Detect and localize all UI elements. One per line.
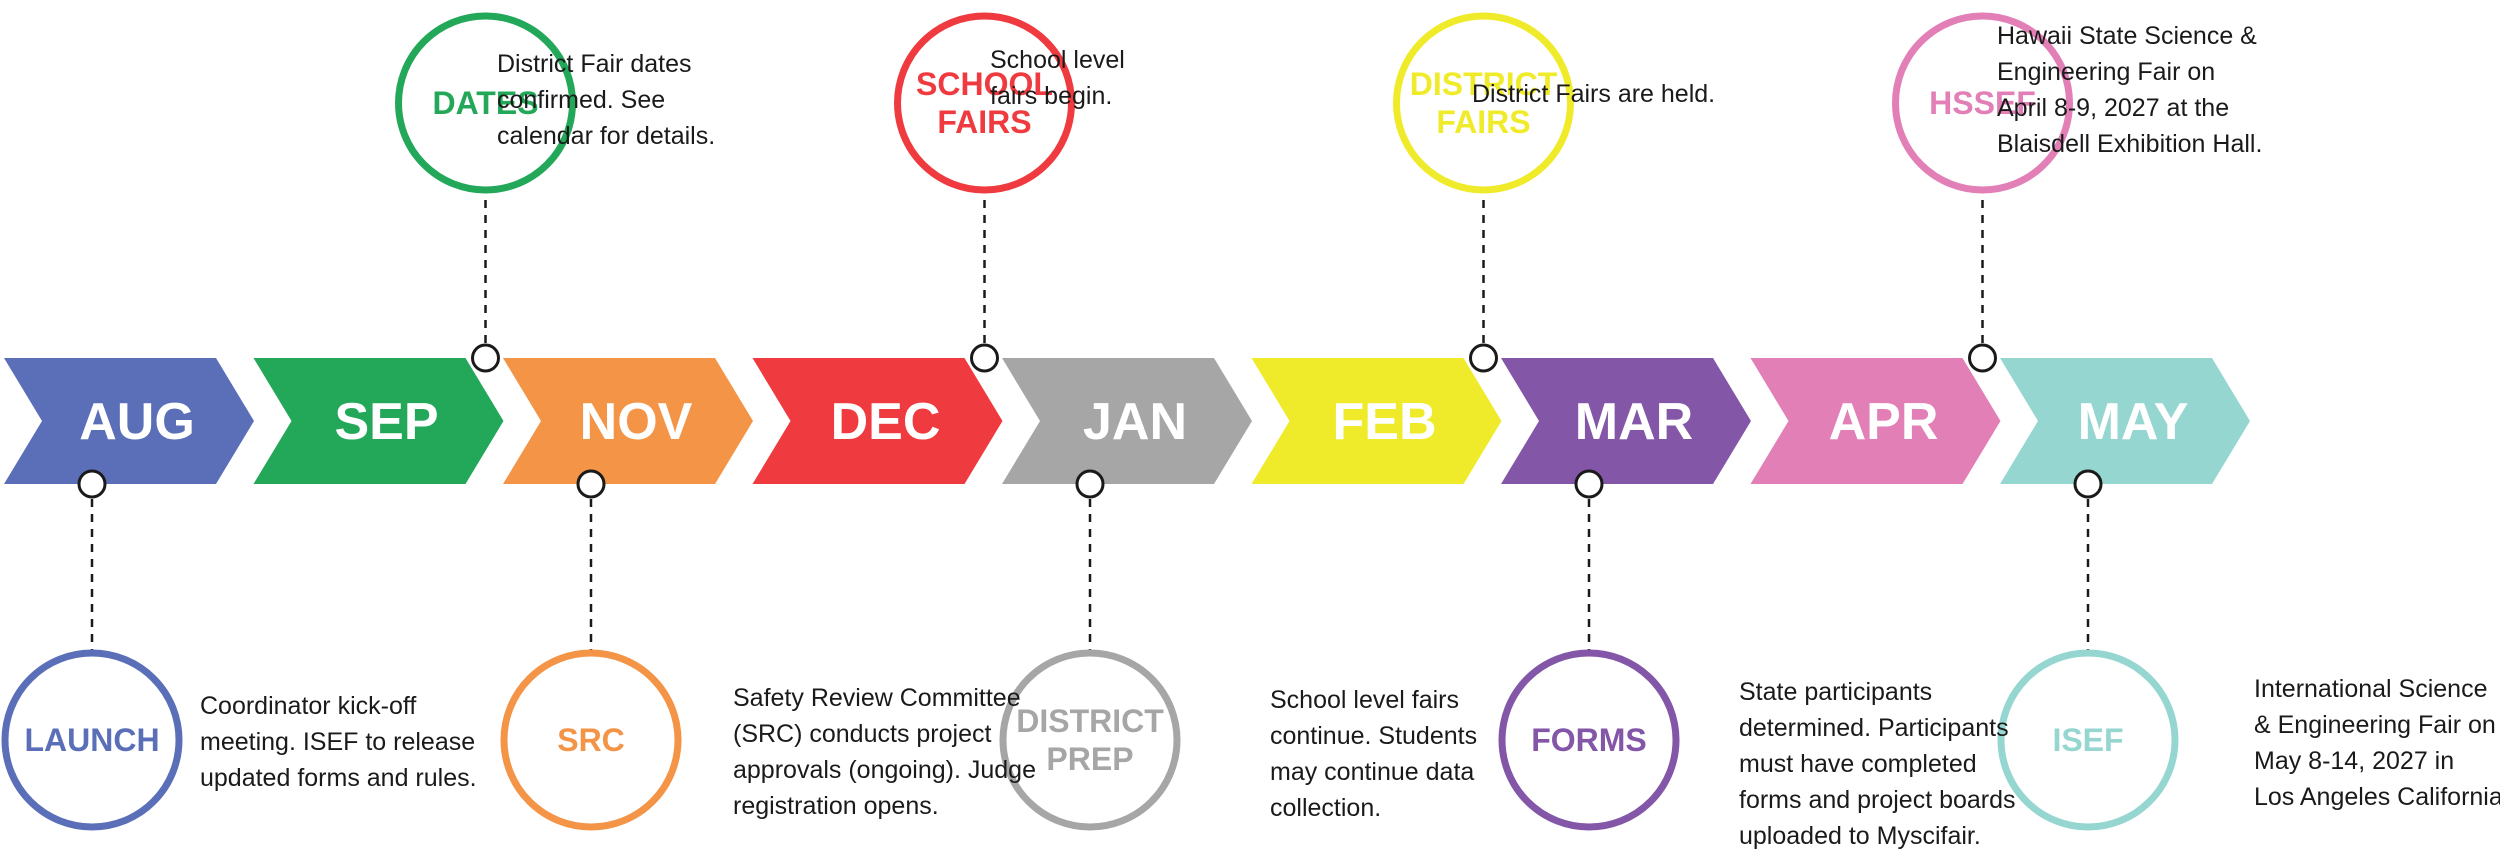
description-line: Safety Review Committee	[733, 684, 1021, 712]
description-line: updated forms and rules.	[200, 764, 477, 792]
description-line: registration opens.	[733, 792, 939, 820]
arrow-apr	[1750, 358, 2001, 484]
connector-dot-aug	[77, 469, 107, 499]
arrow-jan	[1002, 358, 1252, 484]
arrow-dec	[752, 358, 1003, 484]
arrow-may	[2000, 358, 2250, 484]
connector-dot-sep	[471, 343, 500, 373]
milestone-ring-district-fairs	[1393, 12, 1574, 194]
description-dec: School level fairs begin.	[990, 42, 1125, 114]
description-sep: District Fair dates confirmed. See calenda…	[497, 46, 715, 154]
description-line: District Fairs are held.	[1472, 80, 1716, 108]
month-label-may: MAY	[2078, 393, 2189, 451]
description-line: School level fairs	[1270, 686, 1459, 714]
arrow-mar	[1501, 358, 1751, 484]
milestone-label-hssef: HSSEF	[1929, 85, 2036, 121]
month-label-nov: NOV	[580, 393, 693, 451]
connector-dot-dec	[970, 343, 999, 373]
description-line: International Science	[2254, 675, 2488, 703]
description-mar: State participants determined. Participan…	[1739, 674, 2016, 854]
description-line: approvals (ongoing). Judge	[733, 756, 1036, 784]
description-line: & Engineering Fair on	[2254, 711, 2496, 739]
description-line: District Fair dates	[497, 50, 692, 78]
arrow-aug	[4, 358, 254, 484]
month-label-aug: AUG	[79, 393, 195, 451]
month-label-dec: DEC	[831, 393, 941, 451]
milestone-ring-forms	[1498, 649, 1680, 831]
milestone-ring-src	[500, 649, 682, 831]
connector-dot-may	[2073, 469, 2103, 499]
milestone-label-src: SRC	[557, 722, 625, 758]
milestone-hssef: HSSEF	[1892, 12, 2073, 194]
connector-dots	[77, 343, 2103, 499]
description-line: determined. Participants	[1739, 714, 2009, 742]
description-apr: Hawaii State Science & Engineering Fair o…	[1997, 18, 2262, 162]
description-line: confirmed. See	[497, 86, 666, 114]
connector-lines	[90, 190, 2090, 653]
description-line: Engineering Fair on	[1997, 58, 2216, 86]
description-line: fairs begin.	[990, 82, 1113, 110]
description-line: May 8-14, 2027 in	[2254, 747, 2455, 775]
description-line: Los Angeles California.	[2254, 783, 2500, 811]
milestone-ring-isef	[1997, 649, 2179, 831]
connector-dot-nov	[576, 469, 606, 499]
milestone-label-launch: LAUNCH	[24, 722, 159, 758]
milestone-ring-dates	[395, 12, 576, 194]
description-aug: Coordinator kick-off meeting. ISEF to rel…	[200, 688, 477, 796]
month-label-mar: MAR	[1575, 393, 1693, 451]
description-line: may continue data	[1270, 758, 1475, 786]
description-line: continue. Students	[1270, 722, 1478, 750]
milestone-ring-school-fairs	[894, 12, 1075, 194]
month-label-sep: SEP	[334, 393, 438, 451]
month-label-jan: JAN	[1083, 393, 1187, 451]
description-line: State participants	[1739, 678, 1933, 706]
connector-dot-mar	[1574, 469, 1604, 499]
month-arrows: AUG SEP NOV DEC JAN FEB MAR APR MAY	[4, 358, 2250, 484]
milestone-label-isef: ISEF	[2052, 722, 2123, 758]
milestone-label-forms: FORMS	[1531, 722, 1647, 758]
arrow-nov	[503, 358, 753, 484]
description-may: International Science & Engineering Fair …	[2254, 671, 2500, 815]
milestone-forms: FORMS	[1498, 649, 1680, 831]
description-line: uploaded to Myscifair.	[1739, 822, 1981, 850]
description-line: must have completed	[1739, 750, 1977, 778]
description-line: April 8-9, 2027 at the	[1997, 94, 2230, 122]
description-line: calendar for details.	[497, 122, 716, 150]
milestone-ring-district-prep	[999, 649, 1181, 831]
milestone-ring-hssef	[1892, 12, 2073, 194]
description-line: School level	[990, 46, 1125, 74]
description-nov: Safety Review Committee (SRC) conducts pr…	[733, 680, 1036, 824]
month-label-feb: FEB	[1333, 393, 1437, 451]
description-feb: District Fairs are held.	[1472, 76, 1715, 112]
connector-dot-apr	[1968, 343, 1997, 373]
milestone-src: SRC	[500, 649, 682, 831]
milestone-dates: DATES	[395, 12, 576, 194]
description-line: Blaisdell Exhibition Hall.	[1997, 130, 2263, 158]
milestone-launch: LAUNCH	[1, 649, 183, 831]
connector-dot-jan	[1075, 469, 1105, 499]
milestone-label-dates: DATES	[432, 85, 538, 121]
arrow-feb	[1251, 358, 1502, 484]
description-line: (SRC) conducts project	[733, 720, 992, 748]
description-line: Hawaii State Science &	[1997, 22, 2257, 50]
connector-dot-feb	[1469, 343, 1498, 373]
description-line: forms and project boards	[1739, 786, 2016, 814]
month-label-apr: APR	[1829, 393, 1939, 451]
milestone-ring-launch	[1, 649, 183, 831]
milestone-isef: ISEF	[1997, 649, 2179, 831]
description-line: collection.	[1270, 794, 1382, 822]
description-jan: School level fairs continue. Students may …	[1270, 682, 1477, 826]
description-line: Coordinator kick-off	[200, 692, 417, 720]
arrow-sep	[253, 358, 504, 484]
description-line: meeting. ISEF to release	[200, 728, 476, 756]
